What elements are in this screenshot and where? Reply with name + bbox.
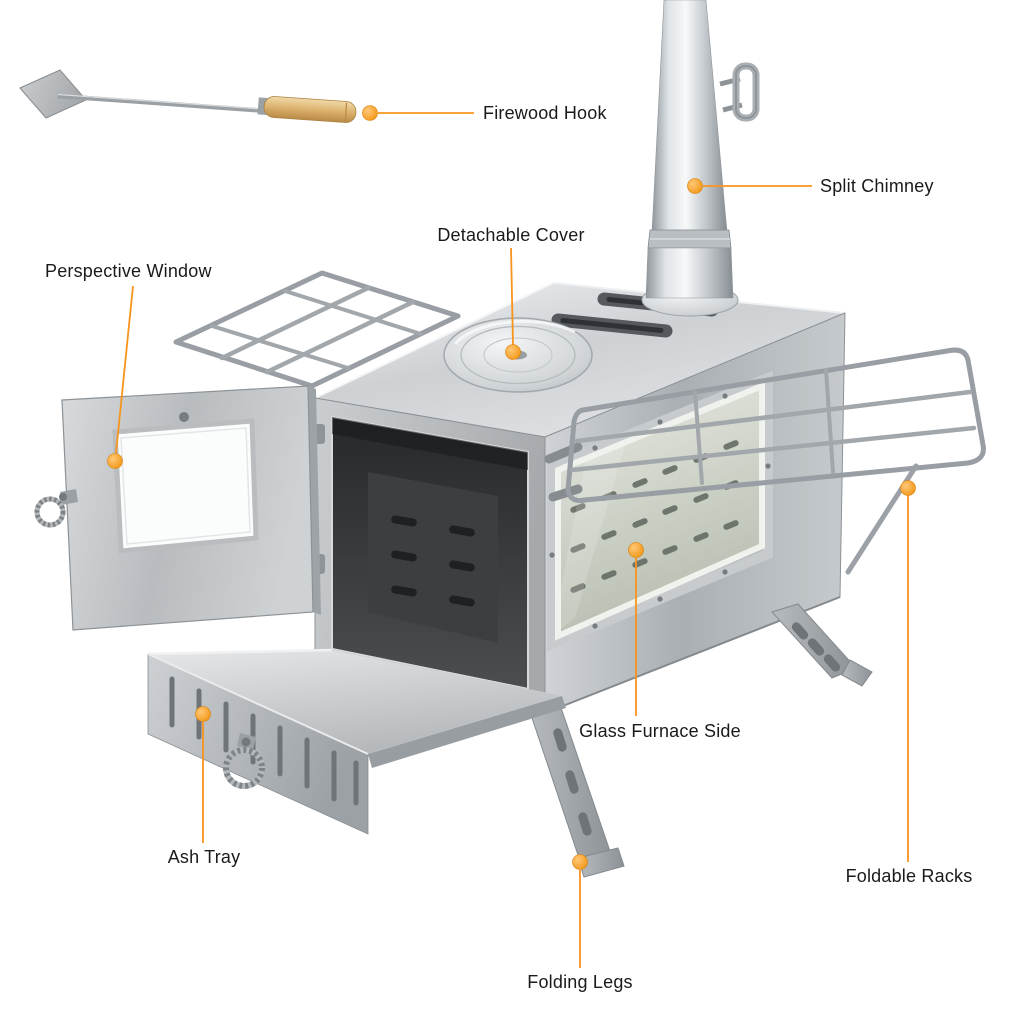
callout-dot-split-chimney	[687, 178, 703, 194]
callout-line-detachable-cover	[510, 247, 514, 346]
firebox-front	[313, 397, 546, 714]
label-split-chimney: Split Chimney	[820, 176, 934, 196]
label-folding-legs: Folding Legs	[527, 972, 633, 992]
ash-tray-handle	[223, 733, 265, 789]
label-detachable-cover: Detachable Cover	[437, 225, 585, 245]
label-foldable-racks: Foldable Racks	[845, 866, 973, 886]
label-ash-tray: Ash Tray	[167, 847, 241, 867]
perspective-window	[112, 418, 259, 554]
callout-line-perspective-window	[115, 285, 134, 454]
stove-door	[34, 385, 321, 631]
firebox-vents	[391, 515, 475, 607]
right-rack	[544, 347, 986, 575]
callout-dots	[107, 105, 916, 870]
label-glass-furnace-side: Glass Furnace Side	[579, 721, 741, 741]
callout-dot-glass-furnace-side	[628, 542, 644, 558]
right-leg	[771, 603, 873, 687]
stove-body	[313, 0, 846, 714]
callout-dot-detachable-cover	[505, 344, 521, 360]
callout-dot-firewood-hook	[362, 105, 378, 121]
label-perspective-window: Perspective Window	[45, 261, 212, 281]
glass-interior	[558, 440, 739, 635]
callout-lines	[115, 112, 909, 968]
wood-handle	[257, 96, 357, 123]
ash-tray	[147, 648, 566, 835]
door-handle	[34, 489, 78, 528]
chimney-handle	[719, 62, 760, 122]
callout-dot-perspective-window	[107, 453, 123, 469]
label-firewood-hook: Firewood Hook	[483, 103, 607, 123]
left-rack	[173, 270, 461, 389]
callout-dot-folding-legs	[572, 854, 588, 870]
split-chimney	[645, 0, 760, 299]
firewood-hook-tool	[19, 69, 357, 123]
callout-dot-ash-tray	[195, 706, 211, 722]
glass-furnace-side	[544, 312, 846, 714]
front-leg	[527, 698, 625, 878]
callout-dot-foldable-racks	[900, 480, 916, 496]
door-vent-knob	[179, 412, 189, 422]
glass-frame-bolts	[549, 393, 771, 629]
